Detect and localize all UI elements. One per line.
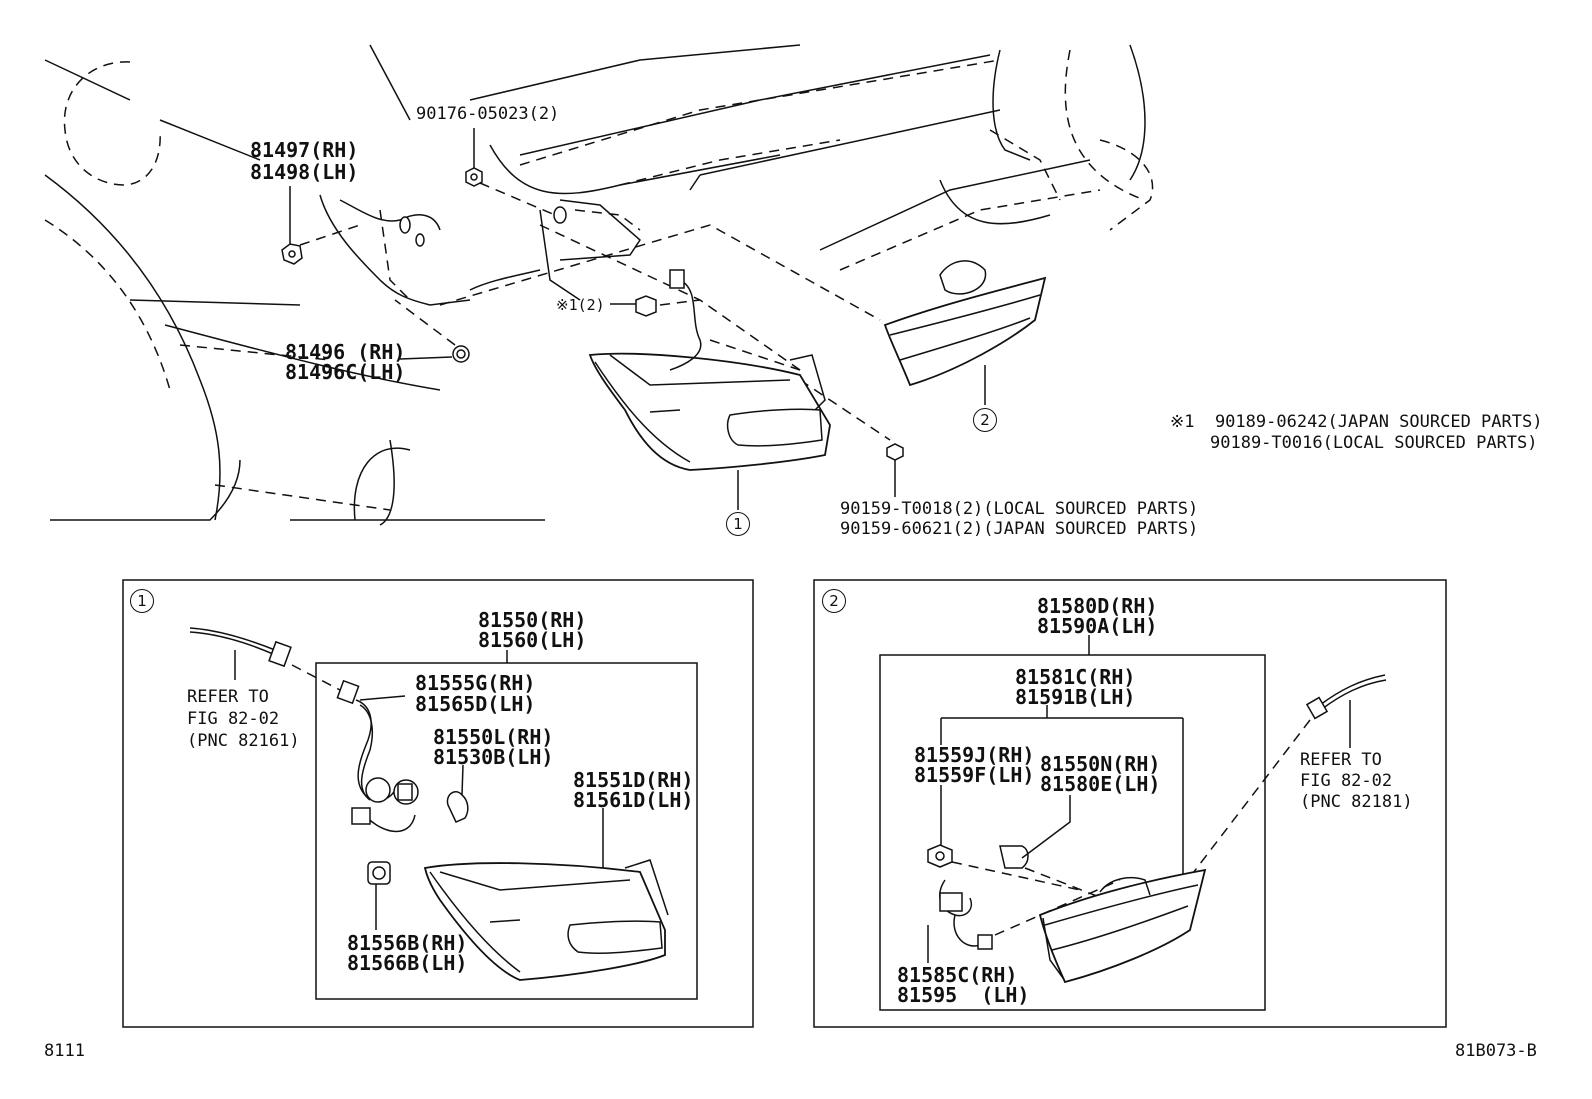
box1-socket-lh: 81566B(LH) [347,951,468,975]
box1-bulb-rh: 81550L(RH) [433,725,554,749]
fasteners [281,128,904,497]
callout-clip-rh: 81497(RH) [250,138,359,162]
box2-bulb-rh: 81550N(RH) [1040,752,1161,776]
box2-sub-rh: 81581C(RH) [1015,665,1136,689]
marker-2-upper: 2 [973,408,997,432]
car-body-outline [44,44,1154,526]
note-japan-parts: ※1 90189-06242(JAPAN SOURCED PARTS) [1170,412,1543,432]
detail-box-2-drawing [813,579,1447,1028]
assembly-leaders [299,182,891,441]
box1-refer-line1: REFER TO [187,687,269,707]
footer-drawing-code: 81B073-B [1455,1041,1537,1061]
footer-figure-code: 8111 [44,1041,85,1061]
callout-screw-local: 90159-T0018(2)(LOCAL SOURCED PARTS) [840,499,1199,519]
box2-assy-lh: 81590A(LH) [1037,614,1158,638]
box2-refer-line3: (PNC 82181) [1300,792,1413,812]
box1-assy-rh: 81550(RH) [478,608,587,632]
box1-refer-line3: (PNC 82161) [187,731,300,751]
box1-bulb-lh: 81530B(LH) [433,745,554,769]
callout-nut: 90176-05023(2) [416,104,560,124]
box2-sub-lh: 81591B(LH) [1015,685,1136,709]
box2-refer-line1: REFER TO [1300,750,1382,770]
box1-marker: 1 [130,589,154,613]
box2-bulb-lh: 81580E(LH) [1040,772,1161,796]
box1-wire-rh: 81555G(RH) [415,671,536,695]
note-local-parts: 90189-T0016(LOCAL SOURCED PARTS) [1210,433,1538,453]
callout-clip-lh: 81498(LH) [250,160,359,184]
box1-wire-lh: 81565D(LH) [415,692,536,716]
box1-refer-line2: FIG 82-02 [187,709,280,729]
box1-lens-lh: 81561D(LH) [573,788,694,812]
box2-socket-lh: 81559F(LH) [914,763,1035,787]
inner-lamp-upper [883,260,1047,405]
box2-marker: 2 [822,589,846,613]
outer-lamp-upper [588,269,831,510]
box1-assy-lh: 81560(LH) [478,628,587,652]
callout-screw-japan: 90159-60621(2)(JAPAN SOURCED PARTS) [840,519,1199,539]
box2-socket-rh: 81559J(RH) [914,743,1035,767]
marker-1-upper: 1 [726,512,750,536]
box1-socket-rh: 81556B(RH) [347,931,468,955]
callout-screw-ref: ※1(2) [556,296,605,314]
callout-cushion-lh: 81496C(LH) [285,360,406,384]
box2-wire-lh: 81595 (LH) [897,983,1030,1007]
box2-refer-line2: FIG 82-02 [1300,771,1393,791]
box2-assy-rh: 81580D(RH) [1037,594,1158,618]
box1-lens-rh: 81551D(RH) [573,768,694,792]
callout-cushion-rh: 81496 (RH) [285,340,406,364]
detail-box-1-drawing [122,579,754,1028]
box2-wire-rh: 81585C(RH) [897,963,1018,987]
